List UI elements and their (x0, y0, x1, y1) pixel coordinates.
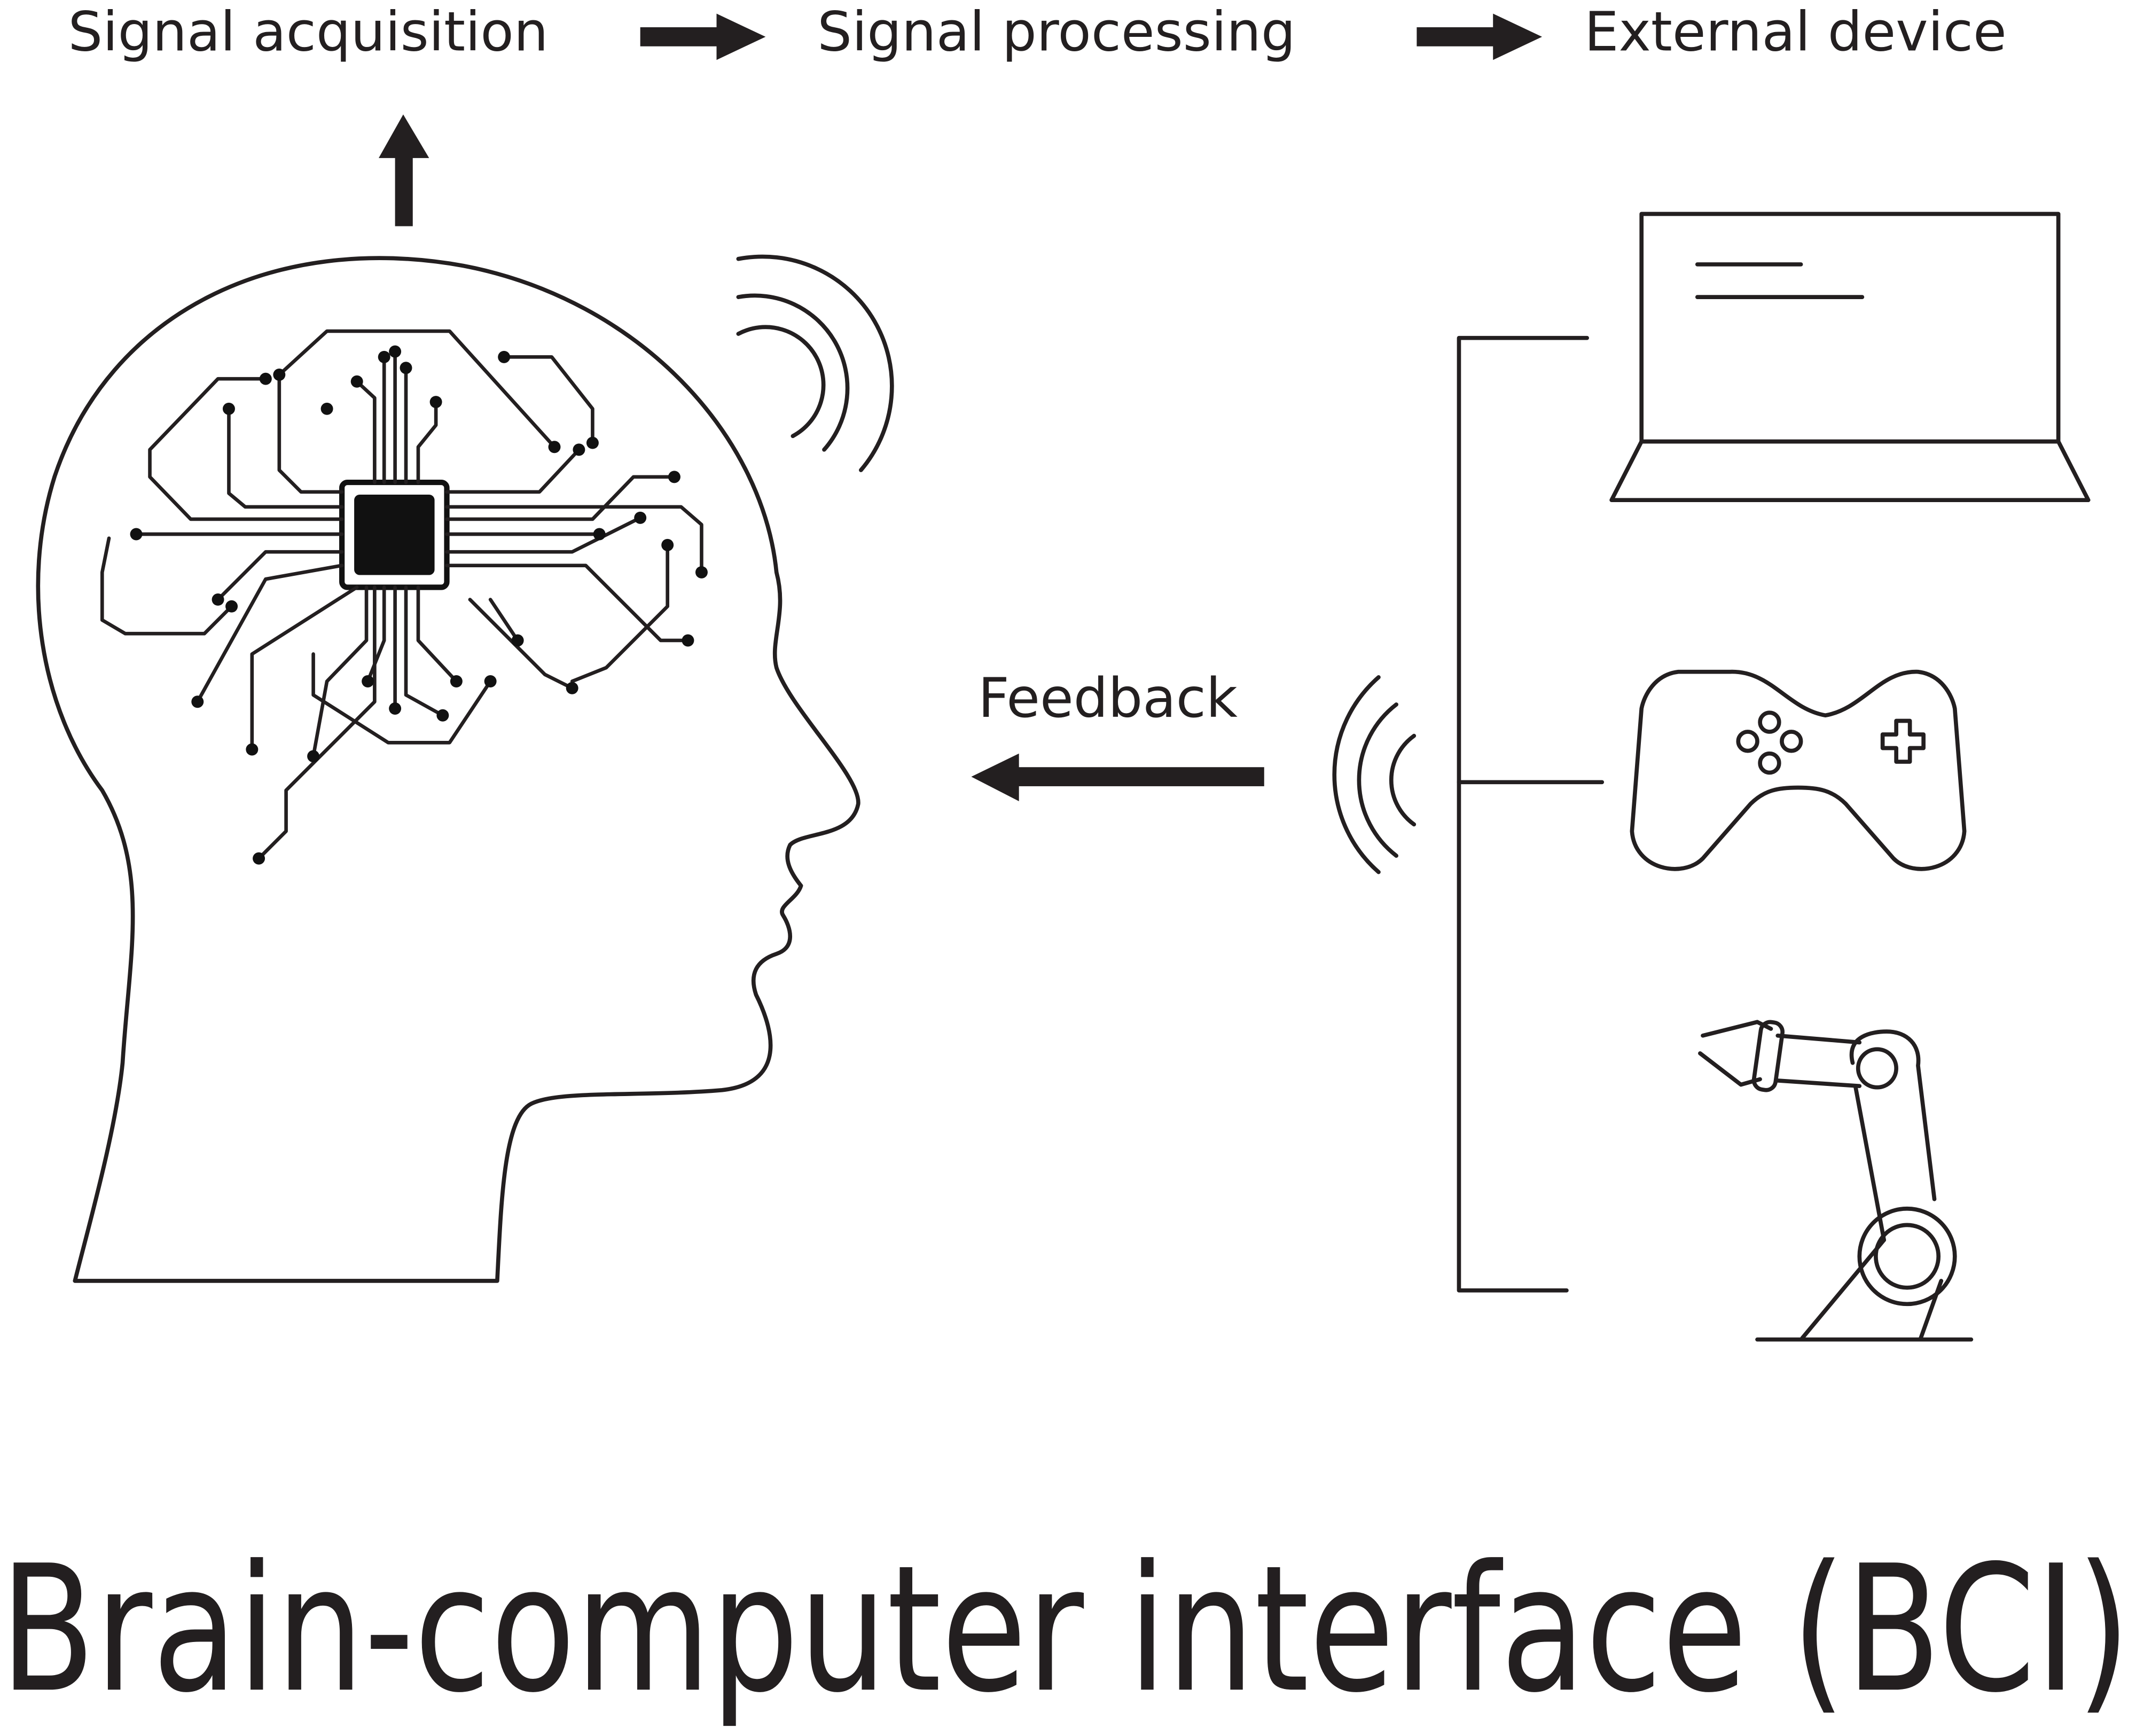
robot-arm-icon (1698, 1020, 1974, 1342)
circuit-nodes (130, 345, 708, 865)
arrow-left-icon (971, 753, 1264, 801)
diagram-title: Brain-computer interface (BCI) (0, 1528, 2131, 1731)
wireless-signal-icon (736, 254, 894, 472)
arrow-right-icon (640, 13, 766, 60)
brain-circuit (100, 329, 708, 865)
arrow-up-icon (379, 114, 429, 226)
head-outline (36, 256, 860, 1283)
feedback-label: Feedback (978, 667, 1238, 730)
step-signal-processing: Signal processing (817, 0, 1295, 64)
circuit-traces (100, 329, 703, 861)
chip-core (354, 495, 435, 575)
arrow-right-icon (1417, 13, 1543, 60)
step-signal-acquisition: Signal acquisition (68, 0, 549, 64)
laptop-icon (1609, 212, 2091, 503)
wireless-signal-icon (1332, 675, 1417, 874)
step-external-device: External device (1584, 0, 2007, 64)
gamepad-icon (1630, 669, 1967, 871)
device-bracket (1457, 335, 1605, 1293)
